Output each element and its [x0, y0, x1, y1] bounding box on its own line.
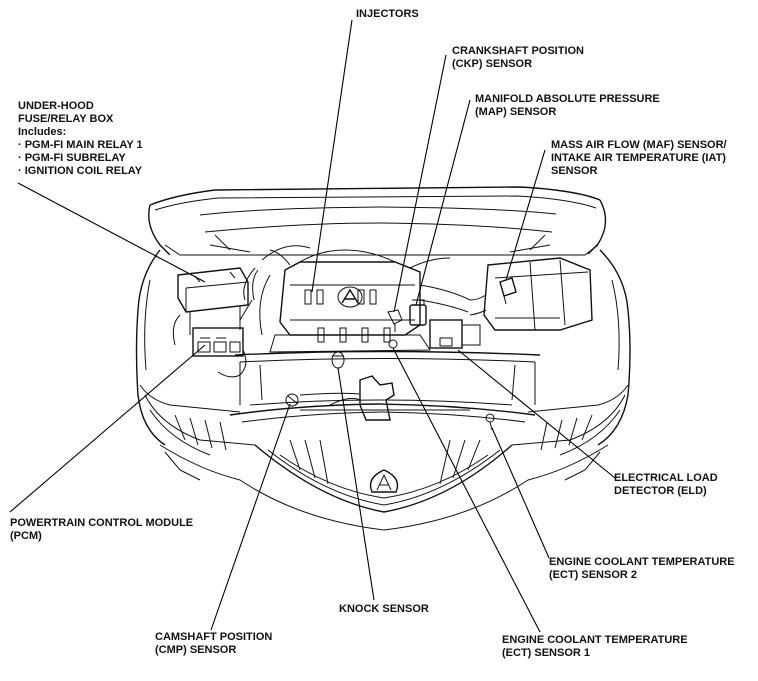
grille-illustration	[159, 403, 609, 531]
label-ect1-line-1: ENGINE COOLANT TEMPERATURE	[502, 634, 688, 646]
label-map-line-2: (MAP) SENSOR	[475, 106, 557, 118]
label-pcm-line-1: POWERTRAIN CONTROL MODULE	[10, 517, 194, 529]
label-injectors-line-1: INJECTORS	[356, 8, 419, 20]
label-pcm: POWERTRAIN CONTROL MODULE (PCM)	[10, 517, 193, 543]
label-ckp-line-1: CRANKSHAFT POSITION	[452, 45, 584, 57]
label-ect2-line-1: ENGINE COOLANT TEMPERATURE	[549, 556, 735, 568]
label-eld-line-1: ELECTRICAL LOAD	[614, 472, 718, 484]
eld-illustration	[429, 319, 481, 349]
label-cmp-line-1: CAMSHAFT POSITION	[155, 631, 273, 643]
label-injectors: INJECTORS	[356, 8, 419, 21]
label-knock-sensor: KNOCK SENSOR	[339, 603, 429, 616]
label-eld-line-2: DETECTOR (ELD)	[614, 485, 707, 497]
label-fusebox-line-6: · IGNITION COIL RELAY	[18, 165, 143, 177]
label-fusebox-line-3: Includes:	[18, 126, 67, 138]
air-cleaner-illustration	[469, 257, 593, 331]
label-fusebox-line-1: UNDER-HOOD	[18, 100, 94, 112]
label-cmp-line-2: (CMP) SENSOR	[155, 644, 237, 656]
label-ect-sensor-2: ENGINE COOLANT TEMPERATURE (ECT) SENSOR …	[549, 556, 735, 582]
label-map-sensor: MANIFOLD ABSOLUTE PRESSURE (MAP) SENSOR	[475, 93, 660, 119]
label-fuse-relay-box: UNDER-HOOD FUSE/RELAY BOX Includes: · PG…	[18, 100, 143, 178]
ect-sensor-2-illustration	[485, 413, 495, 431]
label-fusebox-line-2: FUSE/RELAY BOX	[18, 113, 114, 125]
leader-lines	[9, 19, 616, 633]
radiator-support-illustration	[234, 350, 541, 421]
label-fusebox-line-4: · PGM-FI MAIN RELAY 1	[18, 139, 143, 151]
label-pcm-line-2: (PCM)	[10, 530, 42, 542]
label-maf-line-2: INTAKE AIR TEMPERATURE (IAT)	[551, 152, 726, 164]
label-maf-line-1: MASS AIR FLOW (MAF) SENSOR/	[551, 139, 727, 151]
label-ect-sensor-1: ENGINE COOLANT TEMPERATURE (ECT) SENSOR …	[502, 634, 688, 660]
label-cmp-sensor: CAMSHAFT POSITION (CMP) SENSOR	[155, 631, 272, 657]
label-ect2-line-2: (ECT) SENSOR 2	[549, 569, 638, 581]
engine-illustration	[239, 245, 471, 407]
label-ckp-line-2: (CKP) SENSOR	[452, 58, 533, 70]
hood-illustration	[148, 186, 607, 256]
label-map-line-1: MANIFOLD ABSOLUTE PRESSURE	[475, 93, 660, 105]
label-eld: ELECTRICAL LOAD DETECTOR (ELD)	[614, 472, 718, 498]
label-ect1-line-2: (ECT) SENSOR 1	[502, 647, 591, 659]
label-maf-iat-sensor: MASS AIR FLOW (MAF) SENSOR/ INTAKE AIR T…	[551, 139, 727, 178]
label-ckp-sensor: CRANKSHAFT POSITION (CKP) SENSOR	[452, 45, 584, 71]
label-maf-line-3: SENSOR	[551, 165, 598, 177]
label-knock-line-1: KNOCK SENSOR	[339, 603, 429, 615]
label-fusebox-line-5: · PGM-FI SUBRELAY	[18, 152, 126, 164]
injectors-illustration	[304, 289, 391, 343]
fuse-relay-box-illustration	[172, 267, 249, 346]
car-body-illustration	[135, 244, 631, 456]
pcm-illustration	[192, 327, 247, 378]
